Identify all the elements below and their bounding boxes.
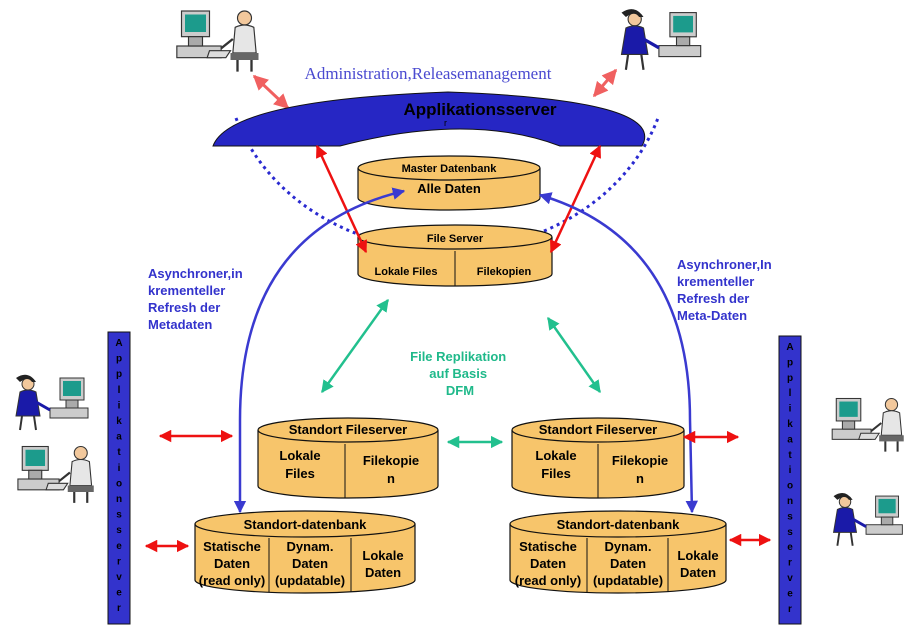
file-server-right: Filekopien — [477, 266, 532, 278]
vertical-letter: s — [787, 511, 793, 522]
vertical-letter: n — [787, 496, 793, 507]
admin-label: Administration,Releasemanagement — [305, 64, 552, 83]
vertical-letter: i — [118, 400, 121, 411]
applikationsserver-arc — [212, 91, 646, 147]
vertical-letter: p — [116, 369, 122, 380]
applikationsserver-bar-right — [778, 335, 802, 625]
vertical-letter: p — [787, 357, 793, 368]
vertical-letter: r — [788, 604, 792, 615]
applikationsserver-marker: r — [444, 118, 447, 128]
vertical-letter: a — [787, 434, 793, 445]
file-server-cylinder: File Server Lokale Files Filekopien — [357, 224, 553, 287]
vertical-letter: t — [117, 447, 121, 458]
vertical-letter: a — [116, 432, 122, 443]
vertical-letter: e — [787, 542, 793, 553]
workstation-user-icon — [619, 7, 703, 72]
workstation-user-icon — [16, 445, 95, 504]
vertical-letter: l — [118, 385, 121, 396]
vertical-letter: e — [116, 588, 122, 599]
master-datenbank-title: Master Datenbank — [402, 163, 498, 175]
workstation-user-icon — [14, 373, 90, 432]
vertical-letter: s — [787, 527, 793, 538]
svg-text:Filekopien: Filekopien — [363, 453, 419, 486]
svg-text:Standort-datenbank: Standort-datenbank — [557, 517, 681, 532]
file-server-left: Lokale Files — [375, 266, 438, 278]
vertical-letter: i — [789, 404, 792, 415]
svg-text:Standort-datenbank: Standort-datenbank — [244, 517, 368, 532]
workstation-user-icon — [831, 397, 905, 453]
vertical-letter: n — [116, 494, 122, 505]
vertical-letter: e — [787, 588, 793, 599]
vertical-letter: i — [789, 465, 792, 476]
vertical-letter: p — [787, 373, 793, 384]
svg-text:Dynam.Daten(updatable): Dynam.Daten(updatable) — [593, 539, 663, 588]
svg-text:Standort Fileserver: Standort Fileserver — [289, 422, 408, 437]
vertical-letter: A — [115, 338, 122, 349]
vertical-letter: o — [116, 478, 122, 489]
applikationsserver-bar-left — [107, 331, 131, 625]
vertical-letter: r — [117, 603, 121, 614]
workstation-user-icon — [832, 491, 904, 548]
vertical-letter: v — [116, 572, 122, 583]
master-datenbank-cylinder: Master Datenbank Alle Daten — [357, 155, 541, 211]
vertical-letter: i — [118, 463, 121, 474]
vertical-letter: r — [788, 558, 792, 569]
vertical-letter: s — [116, 510, 122, 521]
vertical-letter: A — [786, 342, 793, 353]
file-replikation-label: File Replikation auf Basis DFM — [410, 349, 510, 398]
svg-text:Standort Fileserver: Standort Fileserver — [539, 422, 658, 437]
vertical-letter: k — [116, 416, 122, 427]
left-refresh-label: Asynchroner,in krementeller Refresh der … — [148, 266, 246, 332]
vertical-letter: l — [789, 388, 792, 399]
file-server-title: File Server — [427, 233, 484, 245]
svg-text:Dynam.Daten(updatable): Dynam.Daten(updatable) — [275, 539, 345, 588]
right-refresh-label: Asynchroner,In krementeller Refresh der … — [677, 257, 775, 323]
vertical-letter: e — [116, 541, 122, 552]
vertical-letter: s — [116, 525, 122, 536]
vertical-letter: v — [787, 573, 793, 584]
master-datenbank-content: Alle Daten — [417, 181, 481, 196]
vertical-letter: r — [117, 556, 121, 567]
svg-text:Filekopien: Filekopien — [612, 453, 668, 486]
workstation-user-icon — [175, 9, 260, 73]
vertical-letter: o — [787, 481, 793, 492]
applikationsserver-label: Applikationsserver — [403, 100, 556, 119]
vertical-letter: t — [788, 450, 792, 461]
vertical-letter: p — [116, 354, 122, 365]
vertical-letter: k — [787, 419, 793, 430]
